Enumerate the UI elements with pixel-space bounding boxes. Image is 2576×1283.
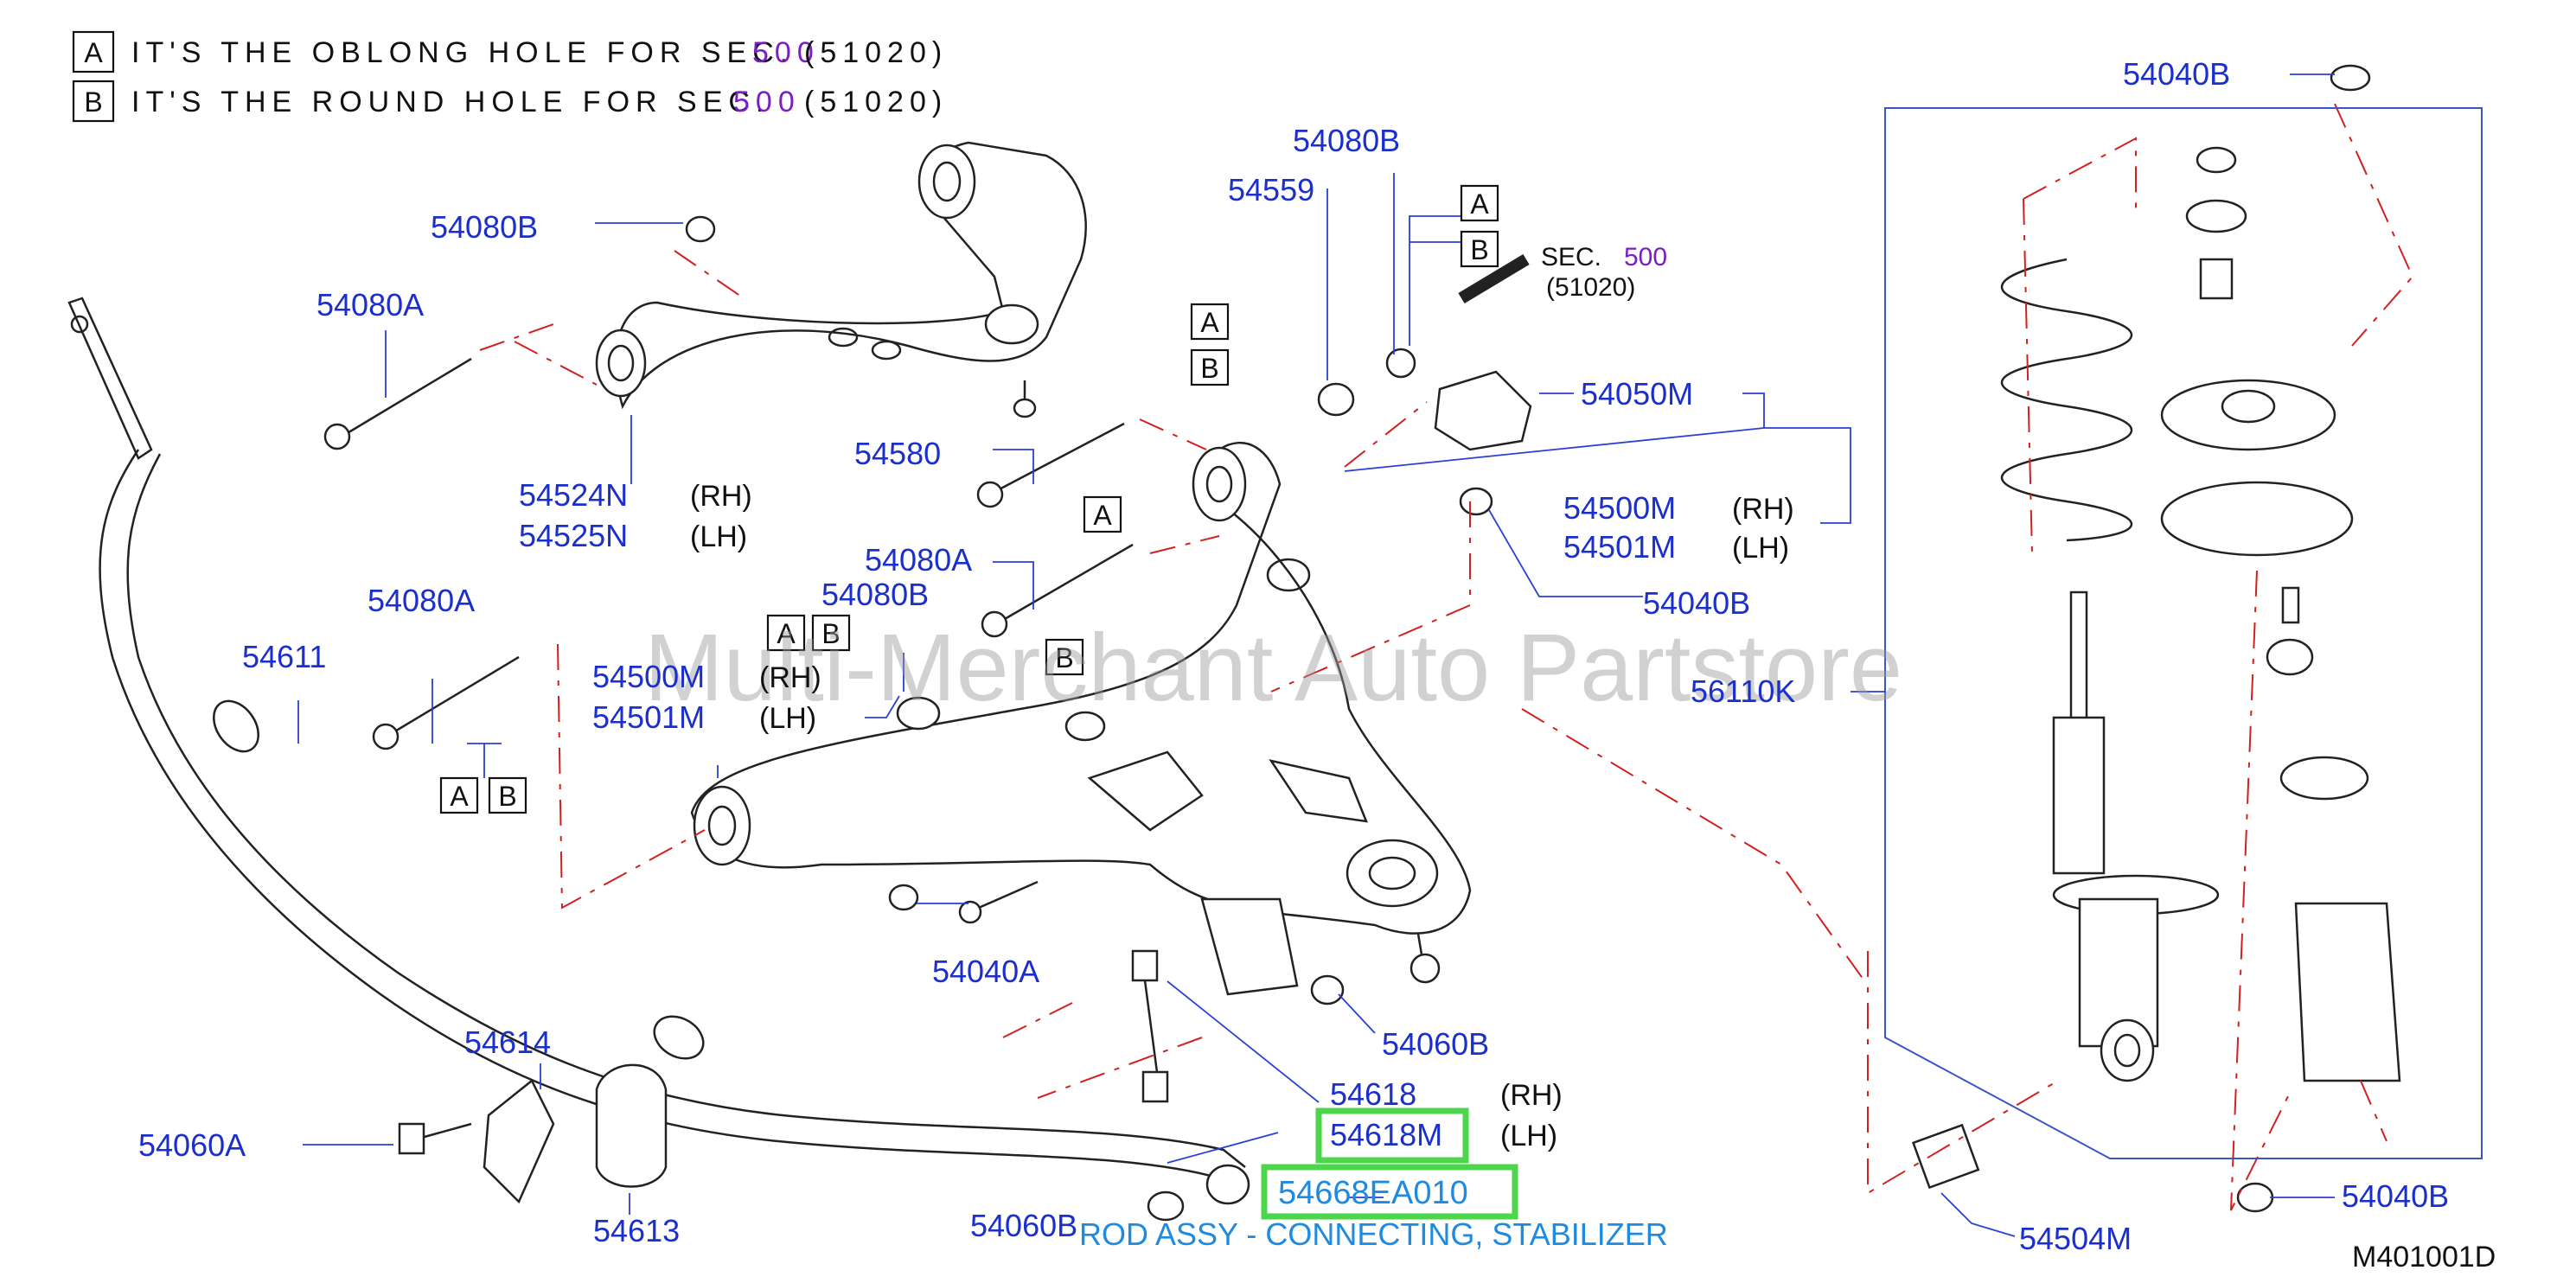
part-label-54559[interactable]: 54559: [1228, 172, 1314, 207]
part-label-54080B-left[interactable]: 54080B: [431, 209, 538, 245]
stabilizer-bar: [67, 297, 1250, 1205]
note-b-ref: (51020): [804, 86, 948, 118]
side-54501M-a: (LH): [1732, 532, 1789, 565]
note-b-key-box: [72, 80, 115, 123]
part-label-54040B-bot[interactable]: 54040B: [2342, 1178, 2449, 1214]
part-label-54501M-b[interactable]: 54501M: [592, 699, 705, 735]
ref-box-a-4: [766, 614, 806, 652]
part-label-54504M[interactable]: 54504M: [2019, 1221, 2132, 1256]
ref-box-b-3-text: B: [1055, 642, 1073, 673]
ref-box-b-1: [1460, 230, 1499, 268]
part-label-54500M-b[interactable]: 54500M: [592, 659, 705, 694]
ref-box-b-5: [488, 776, 527, 814]
ref-box-a-1-text: A: [1470, 188, 1489, 220]
ref-box-a-5-text: A: [450, 781, 469, 812]
ref-box-a-2: [1190, 303, 1230, 341]
part-label-54613[interactable]: 54613: [593, 1213, 680, 1248]
part-label-54524N[interactable]: 54524N: [519, 477, 628, 513]
phantom-lines: [479, 103, 2414, 1211]
fasteners: [323, 215, 1532, 1222]
part-label-54060A[interactable]: 54060A: [138, 1127, 246, 1163]
note-b: B IT'S THE ROUND HOLE FOR SEC. 500 (5102…: [72, 80, 948, 123]
part-label-54501M-a[interactable]: 54501M: [1563, 529, 1676, 565]
part-label-54614[interactable]: 54614: [464, 1024, 551, 1060]
part-label-54500M-a[interactable]: 54500M: [1563, 490, 1676, 526]
upper-control-arm: [595, 141, 1087, 418]
ref-box-a-3: [1083, 495, 1122, 533]
part-label-54080A-1[interactable]: 54080A: [316, 287, 424, 322]
sec-callout-label: SEC.: [1541, 243, 1601, 271]
part-label-54668EA010[interactable]: 54668EA010: [1278, 1175, 1468, 1211]
side-54524N: (RH): [690, 480, 752, 513]
side-54618M: (LH): [1500, 1120, 1557, 1152]
ref-box-b-3: [1045, 638, 1084, 676]
note-a-sec: 500: [752, 36, 820, 69]
part-label-54080B-upper[interactable]: 54080B: [1293, 123, 1400, 158]
highlight-54668EA010: [1261, 1164, 1518, 1220]
ref-box-a-1: [1460, 184, 1499, 222]
side-54500M-a: (RH): [1732, 493, 1794, 526]
part-label-54618[interactable]: 54618: [1330, 1076, 1416, 1112]
part-label-54525N[interactable]: 54525N: [519, 518, 628, 553]
strut-group-box: [1851, 107, 2483, 1159]
part-label-54080A-3[interactable]: 54080A: [368, 583, 475, 618]
diagram-code: M401001D: [2352, 1241, 2496, 1273]
side-54525N: (LH): [690, 520, 747, 553]
part-labels: 54040B 54080B 54559 54080B 54080A 54050M…: [138, 56, 2449, 1256]
note-a-text: IT'S THE OBLONG HOLE FOR SEC.: [131, 36, 794, 69]
watermark: Multi-Merchant Auto Partstore: [644, 615, 1902, 721]
ref-box-b-4-text: B: [821, 618, 840, 649]
note-a-key: A: [84, 37, 103, 68]
part-label-54080B-mid[interactable]: 54080B: [821, 577, 929, 612]
lower-control-arm: [690, 441, 1472, 996]
note-b-text: IT'S THE ROUND HOLE FOR SEC.: [131, 86, 770, 118]
part-label-54040B-mid[interactable]: 54040B: [1643, 585, 1750, 621]
note-a: A IT'S THE OBLONG HOLE FOR SEC. 500 (510…: [72, 30, 948, 73]
part-label-54040B-top[interactable]: 54040B: [2123, 56, 2230, 92]
ref-box-a-2-text: A: [1200, 307, 1219, 338]
part-label-54060B-a[interactable]: 54060B: [1382, 1026, 1489, 1062]
side-54618: (RH): [1500, 1079, 1563, 1112]
note-b-sec: 500: [733, 86, 801, 118]
part-label-54040A[interactable]: 54040A: [932, 954, 1039, 989]
part-label-54060B-b[interactable]: 54060B: [970, 1208, 1077, 1243]
ref-box-a-3-text: A: [1093, 500, 1112, 531]
part-label-54050M[interactable]: 54050M: [1581, 376, 1693, 412]
strut-assembly: [1911, 64, 2401, 1213]
ref-box-b-1-text: B: [1470, 234, 1488, 265]
sec-callout-number: 500: [1624, 243, 1667, 271]
highlight-54618M: [1315, 1107, 1469, 1164]
leader-lines: [297, 73, 2335, 1237]
side-54501M-b: (LH): [759, 702, 816, 735]
part-label-54611[interactable]: 54611: [242, 639, 326, 674]
part-label-54080A-2[interactable]: 54080A: [865, 542, 972, 578]
ref-box-a-4-text: A: [777, 618, 796, 649]
reference-boxes: A B A B A B A B A B: [439, 184, 1499, 814]
ref-box-b-2: [1190, 348, 1230, 386]
side-54500M-b: (RH): [759, 661, 821, 694]
ref-box-b-4: [811, 614, 851, 652]
part-label-54580[interactable]: 54580: [854, 436, 941, 471]
part-label-56110K[interactable]: 56110K: [1691, 673, 1795, 709]
ref-box-b-5-text: B: [498, 781, 516, 812]
note-b-key: B: [84, 86, 102, 118]
note-a-key-box: [72, 30, 115, 73]
highlighted-part-caption: ROD ASSY - CONNECTING, STABILIZER: [1079, 1216, 1668, 1252]
note-a-ref: (51020): [804, 36, 948, 69]
sec-callout: SEC. 500 (51020): [1541, 243, 1667, 302]
sec-callout-ref: (51020): [1546, 273, 1635, 302]
ref-box-a-5: [439, 776, 479, 814]
ref-box-b-2-text: B: [1200, 353, 1218, 384]
part-label-54618M[interactable]: 54618M: [1330, 1117, 1442, 1152]
